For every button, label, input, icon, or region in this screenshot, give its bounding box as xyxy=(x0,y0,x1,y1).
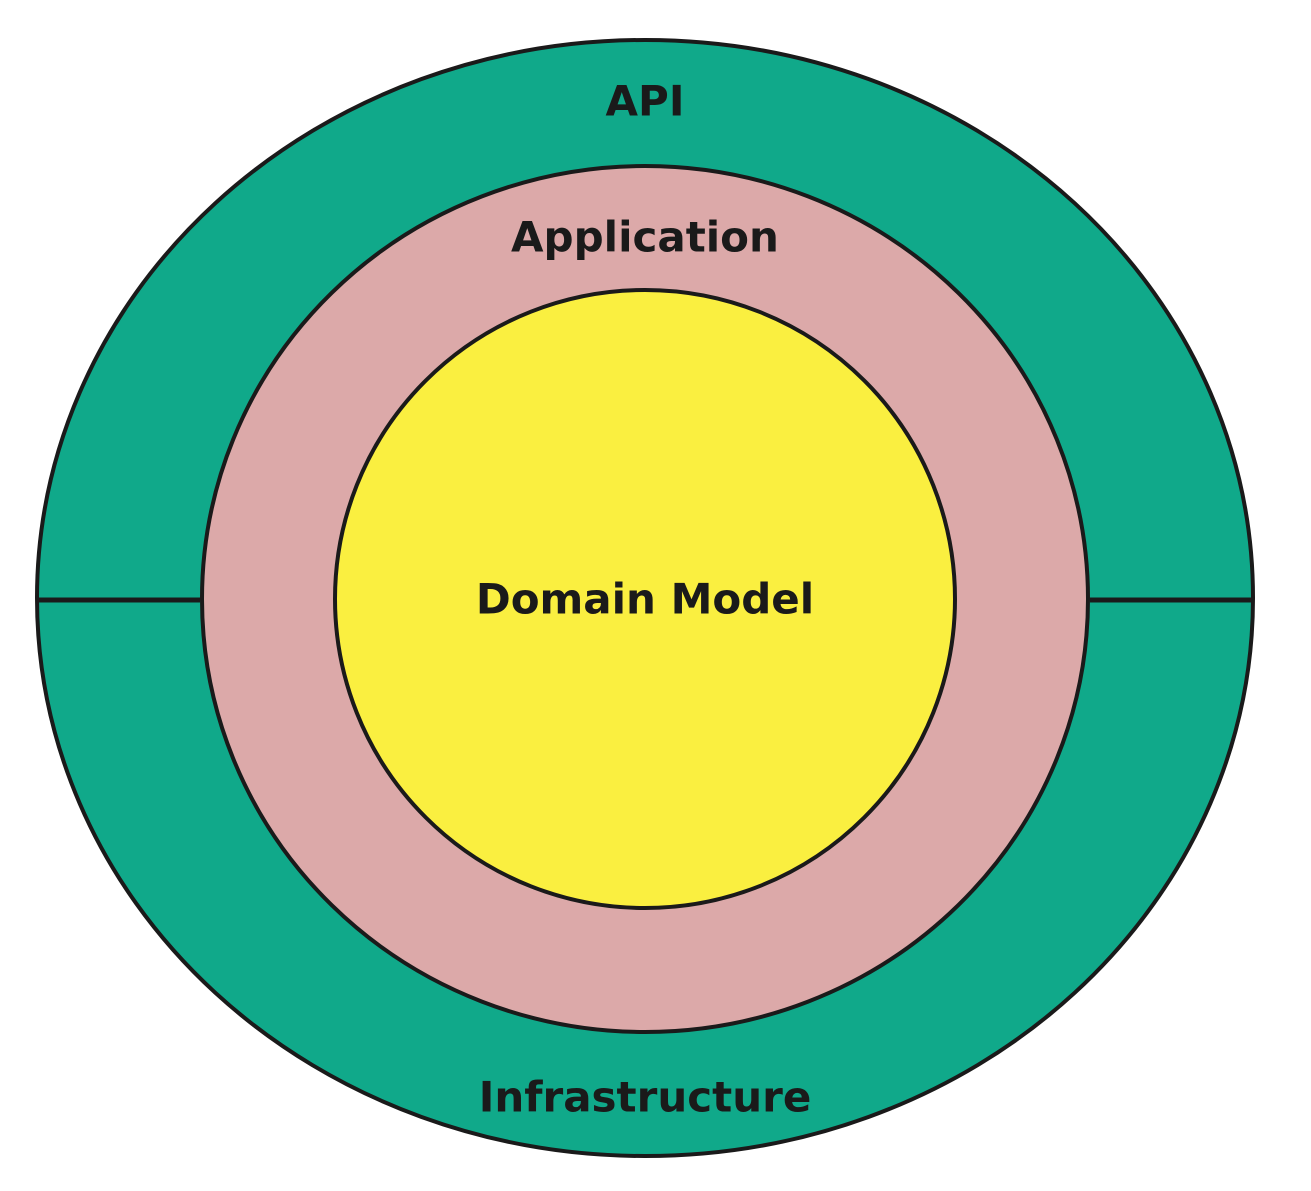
label-application: Application xyxy=(511,213,779,262)
label-api: API xyxy=(606,77,685,126)
label-domain-model: Domain Model xyxy=(476,575,814,624)
label-infrastructure: Infrastructure xyxy=(479,1073,812,1122)
layer-core-circle[interactable] xyxy=(333,288,957,910)
